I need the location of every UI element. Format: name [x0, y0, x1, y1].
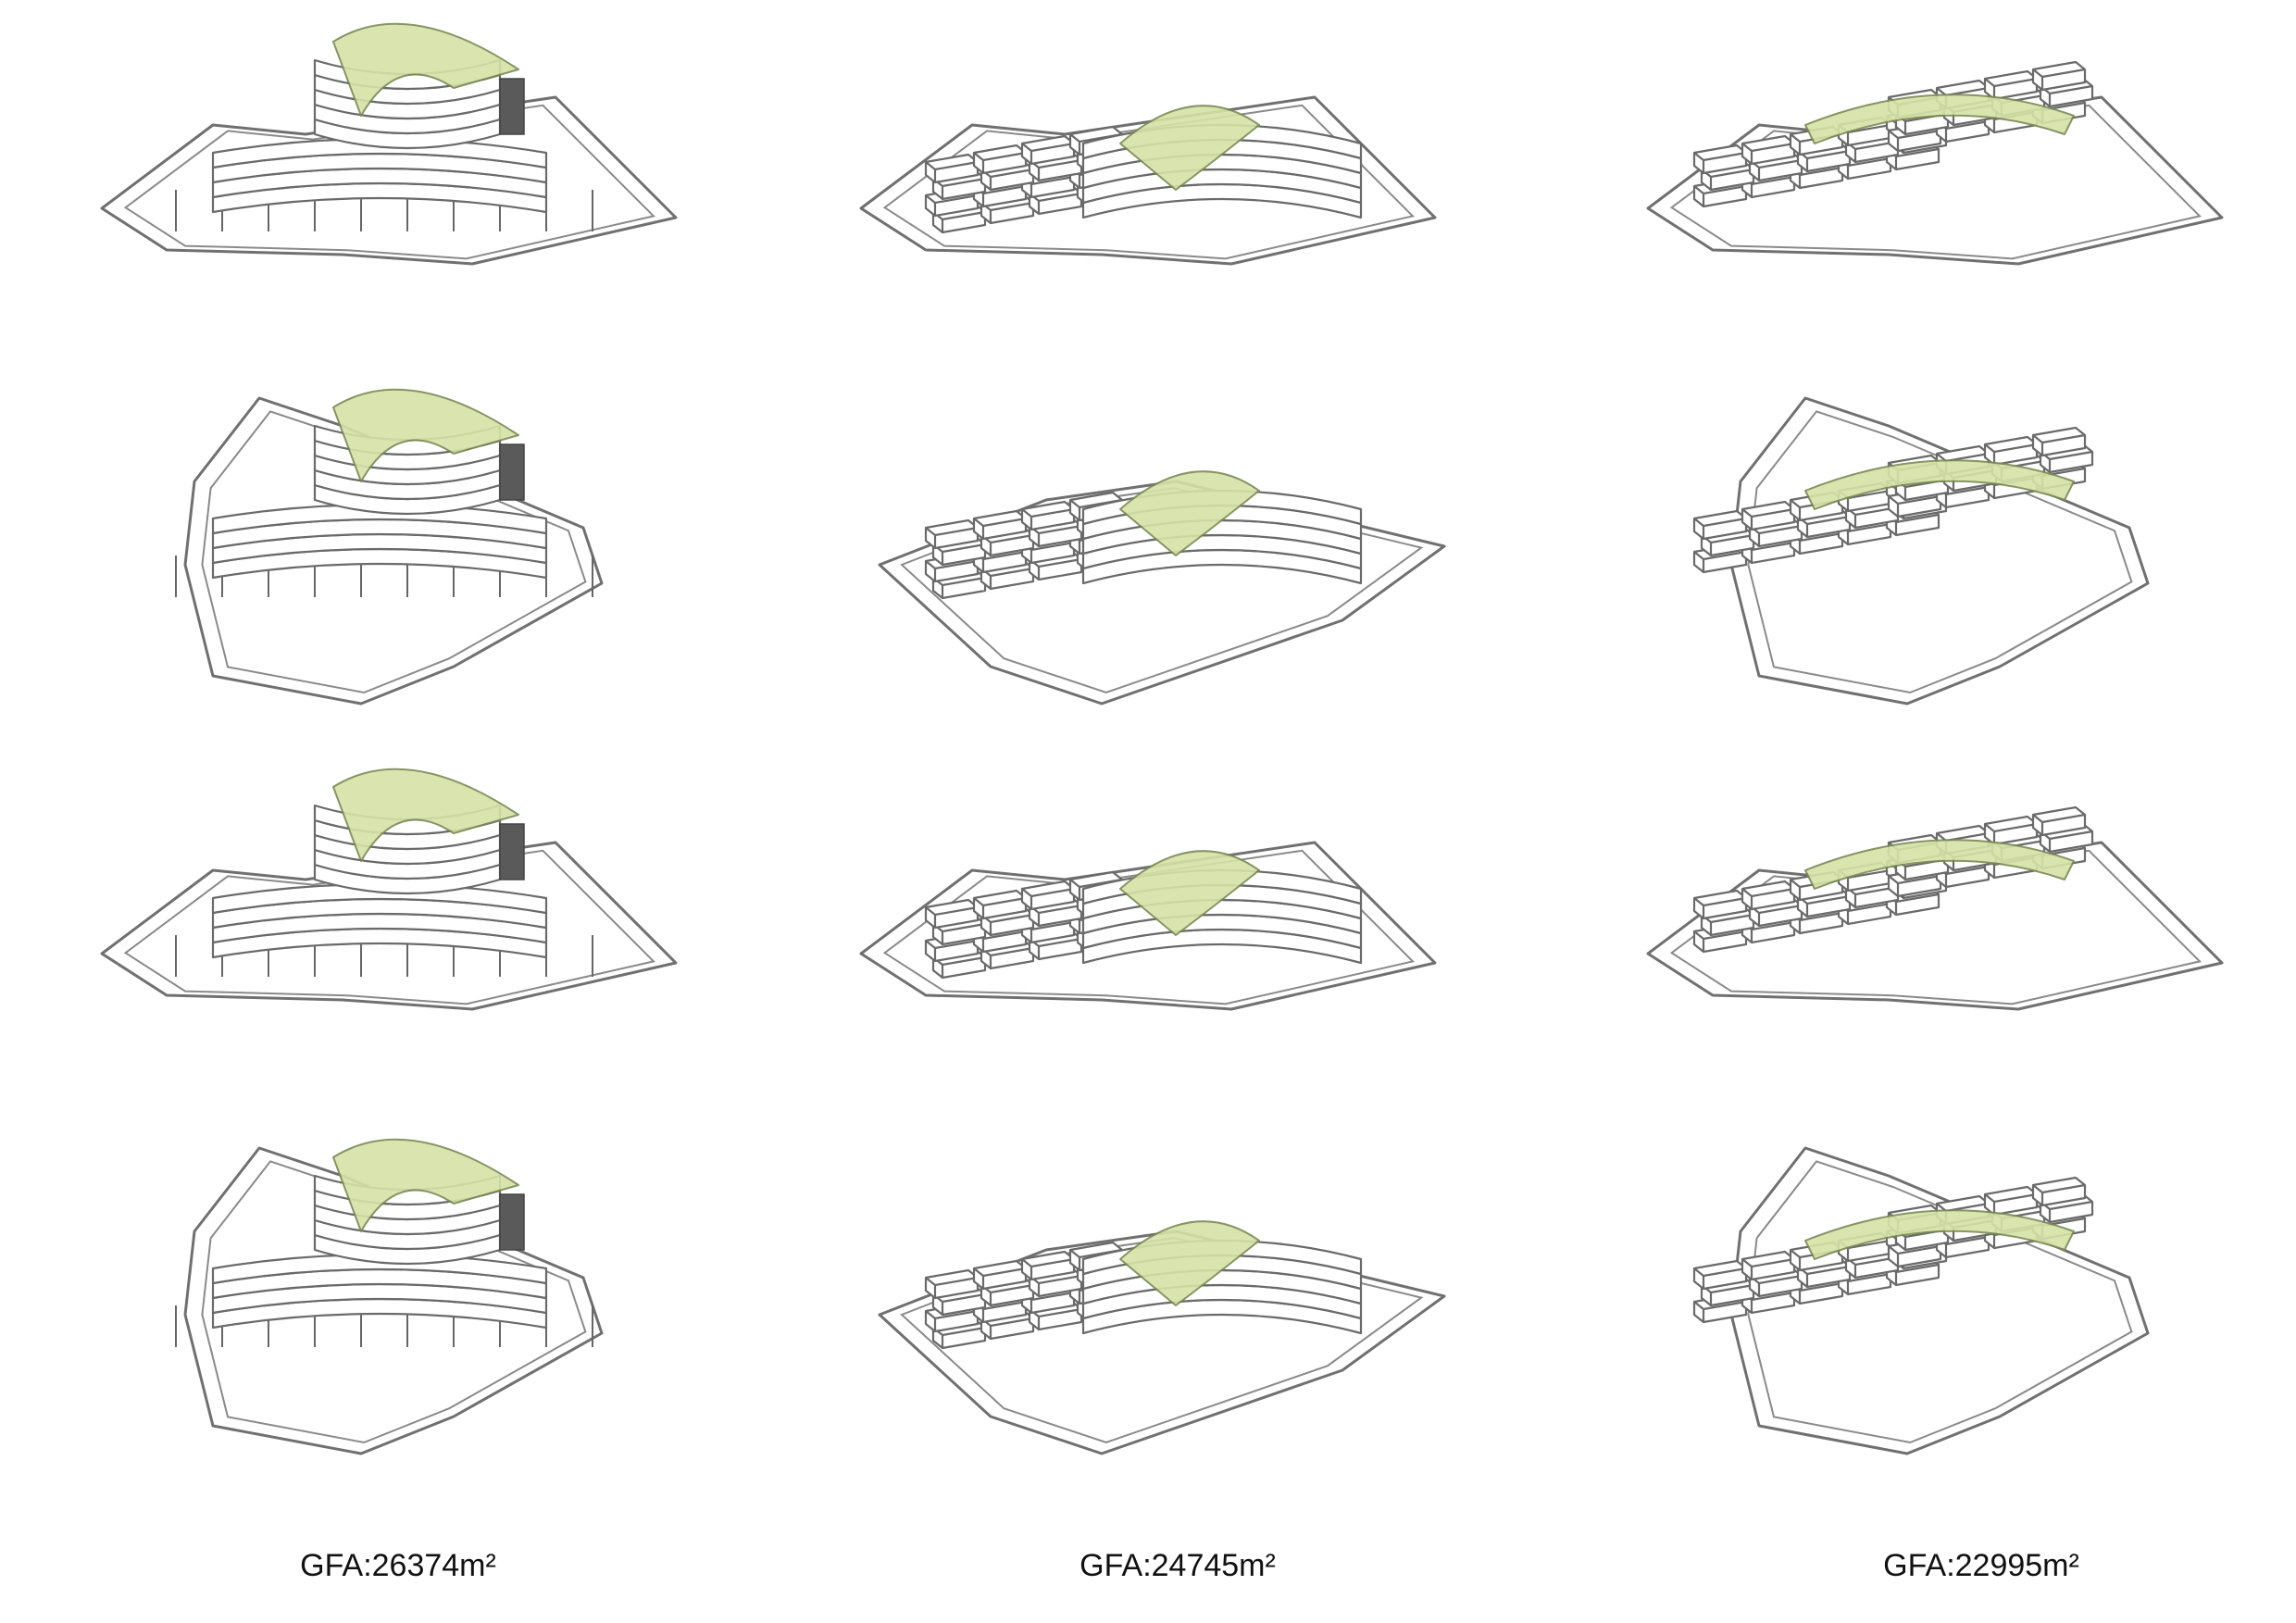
curved-slab-bar — [211, 1253, 548, 1330]
site-setback-line — [123, 104, 655, 260]
site-boundary — [1729, 396, 2150, 705]
curved-slab-bar — [211, 503, 548, 580]
green-roof-bridge — [332, 768, 519, 862]
green-courtyard — [1119, 105, 1260, 191]
core-block — [499, 443, 525, 501]
gfa-caption-scheme-1: GFA:26374m² — [300, 1548, 496, 1583]
core-block — [499, 1193, 525, 1251]
massing-diagram-r4-c3 — [1692, 1146, 2150, 1455]
massing-diagram-r3-c2 — [859, 841, 1437, 1011]
green-roof-bridge — [332, 388, 519, 482]
green-courtyard — [1119, 850, 1260, 936]
curved-slab-bar — [211, 882, 548, 959]
green-courtyard — [1119, 470, 1260, 556]
massing-diagram-r3-c3 — [1646, 805, 2224, 1011]
core-block — [499, 78, 525, 135]
site-boundary — [1729, 1146, 2150, 1455]
green-roof-bridge — [332, 1138, 519, 1232]
massing-diagram-r2-c1 — [175, 388, 604, 705]
massing-diagram-r2-c3 — [1692, 396, 2150, 705]
massing-diagram-r4-c2 — [878, 1220, 1446, 1455]
site-setback-line — [201, 1160, 587, 1444]
site-setback-line — [882, 104, 1415, 260]
site-setback-line — [882, 849, 1415, 1005]
green-inner-band — [1804, 459, 2075, 510]
green-inner-band — [1804, 1209, 2075, 1260]
green-inner-band — [1804, 839, 2075, 890]
green-inner-band — [1804, 94, 2075, 144]
gfa-caption-scheme-3: GFA:22995m² — [1883, 1548, 2079, 1583]
core-block — [499, 823, 525, 880]
site-setback-line — [123, 849, 655, 1005]
green-courtyard — [1119, 1220, 1260, 1306]
site-setback-line — [1747, 410, 2133, 694]
massing-diagram-r1-c2 — [859, 95, 1437, 266]
site-setback-line — [201, 410, 587, 694]
gfa-caption-scheme-2: GFA:24745m² — [1079, 1548, 1276, 1583]
curved-slab-bar — [211, 137, 548, 214]
massing-diagram-r1-c3 — [1646, 60, 2224, 266]
massing-diagram-r1-c1 — [100, 22, 678, 266]
massing-diagram-r2-c2 — [878, 470, 1446, 705]
massing-diagram-r3-c1 — [100, 768, 678, 1011]
site-setback-line — [1747, 1160, 2133, 1444]
massing-diagram-r4-c1 — [175, 1138, 604, 1455]
green-roof-bridge — [332, 22, 519, 117]
